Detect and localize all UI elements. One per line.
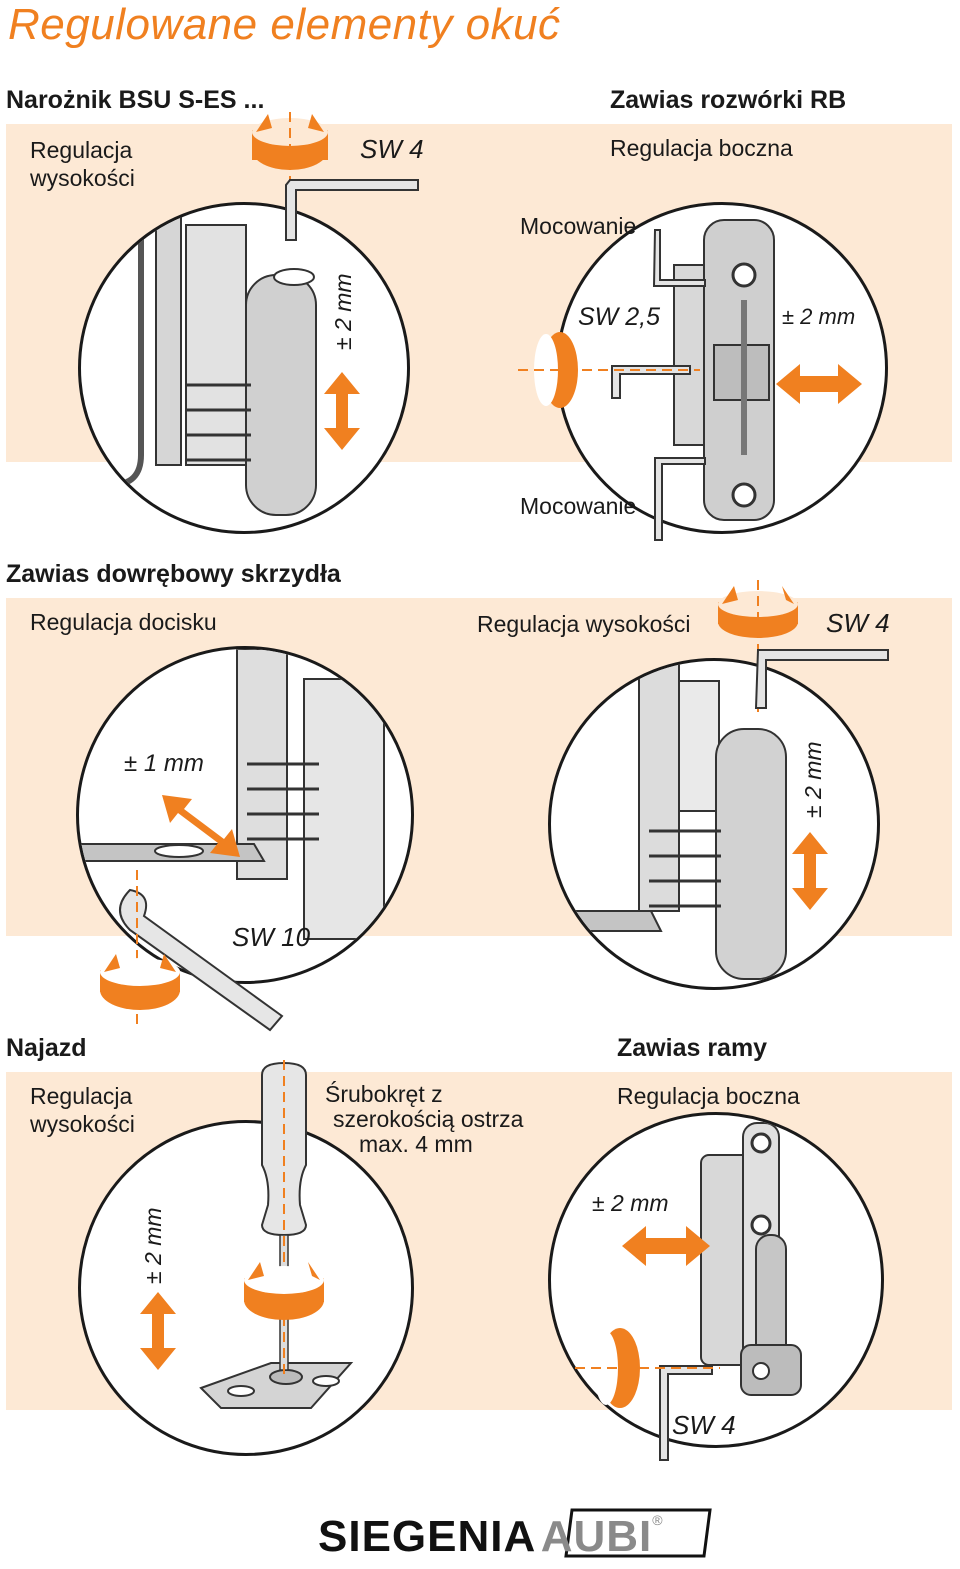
najazd-header: Najazd	[6, 1034, 87, 1062]
sash-hinge-drawing	[79, 649, 385, 940]
bsu-header: Narożnik BSU S-ES ...	[6, 86, 265, 114]
frame-adjust-label: Regulacja boczna	[617, 1083, 800, 1109]
bsu-sw-label: SW 4	[360, 134, 424, 164]
sash-sw4-label: SW 4	[826, 608, 890, 638]
rb-mount-top-label: Mocowanie	[520, 213, 637, 239]
rb-adjust-label: Regulacja boczna	[610, 135, 793, 161]
pressure-adjust-label: Regulacja docisku	[30, 609, 217, 635]
height-adjust-label: Regulacja wysokości	[477, 611, 691, 637]
logo-registered-mark: ®	[652, 1512, 663, 1528]
sash-height-drawing	[570, 661, 787, 980]
sash-hinge-header: Zawias dowrębowy skrzydła	[6, 560, 341, 588]
bsu-corner-drawing	[81, 215, 317, 516]
pressure-range-label: ± 1 mm	[124, 750, 204, 777]
frame-hinge-detail-circle	[548, 1112, 884, 1448]
najazd-range-label: ± 2 mm	[140, 1207, 166, 1284]
sash-height-detail-circle	[548, 658, 880, 990]
logo-sub: AUBI	[540, 1512, 653, 1561]
rb-mount-bottom-label: Mocowanie	[520, 493, 637, 519]
frame-hinge-header: Zawias ramy	[617, 1034, 768, 1062]
frame-range-label: ± 2 mm	[592, 1190, 669, 1216]
siegenia-aubi-logo: SIEGENIA AUBI®	[318, 1512, 663, 1562]
screwdriver-note-line1: Śrubokręt z	[325, 1081, 443, 1107]
najazd-adjust-label: Regulacja wysokości	[30, 1083, 135, 1137]
najazd-detail-circle	[78, 1120, 414, 1456]
bsu-range-label: ± 2 mm	[330, 273, 356, 350]
logo-brand: SIEGENIA	[318, 1512, 537, 1561]
rb-detail-circle	[556, 202, 888, 534]
sash-height-range-label: ± 2 mm	[800, 741, 826, 818]
rb-hinge-header: Zawias rozwórki RB	[610, 86, 847, 114]
rb-range-label: ± 2 mm	[782, 304, 856, 329]
najazd-striker-drawing	[199, 1362, 354, 1409]
bsu-detail-circle	[78, 202, 410, 534]
frame-sw4-label: SW 4	[672, 1410, 736, 1440]
rb-hinge-drawing	[673, 219, 775, 521]
bsu-adjust-label: Regulacja wysokości	[30, 137, 135, 191]
screwdriver-note-line2: szerokością ostrza	[333, 1106, 524, 1132]
sw10-label: SW 10	[232, 922, 311, 952]
screwdriver-note-line3: max. 4 mm	[359, 1131, 473, 1157]
page-title: Regulowane elementy okuć	[8, 0, 561, 49]
rb-sw-label: SW 2,5	[578, 303, 660, 331]
frame-hinge-drawing	[700, 1122, 802, 1396]
